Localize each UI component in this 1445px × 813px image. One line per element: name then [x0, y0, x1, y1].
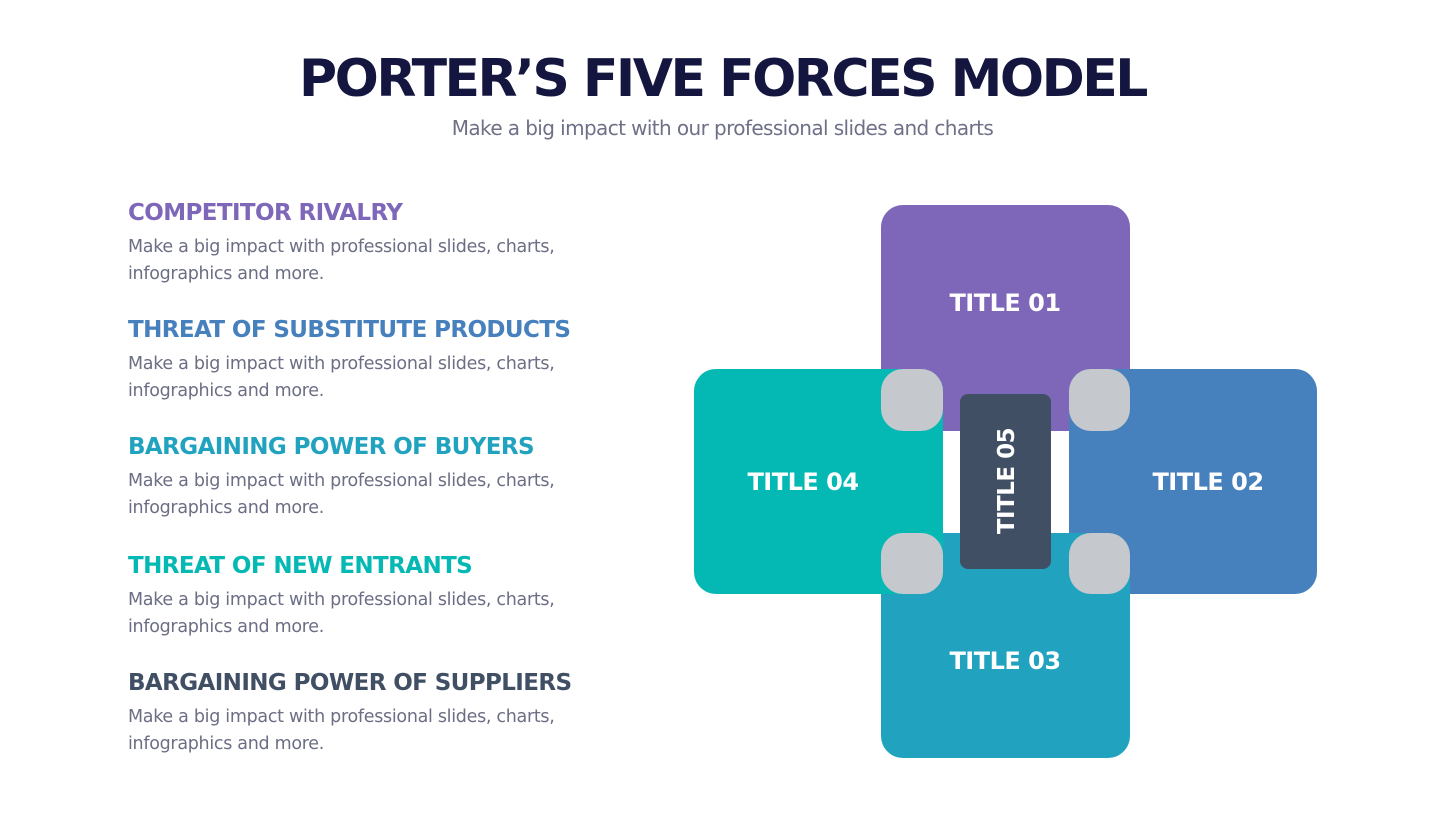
diagram-label-bottom: TITLE 03: [949, 647, 1060, 675]
force-heading: BARGAINING POWER OF BUYERS: [128, 434, 535, 460]
diagram-label-center: TITLE 05: [994, 428, 1020, 534]
diagram-label-right: TITLE 02: [1152, 468, 1263, 496]
force-description: Make a big impact with professional slid…: [128, 471, 555, 518]
diagram-label-left: TITLE 04: [747, 468, 858, 496]
diagram-block-right: [1069, 369, 1317, 594]
force-item-buyers-power: BARGAINING POWER OF BUYERS Make a big im…: [128, 430, 598, 522]
diagram-connector-bottom-right: [1069, 533, 1130, 594]
force-heading: COMPETITOR RIVALRY: [128, 200, 403, 226]
diagram-connector-top-right: [1069, 369, 1130, 431]
force-description: Make a big impact with professional slid…: [128, 590, 555, 637]
force-heading: BARGAINING POWER OF SUPPLIERS: [128, 670, 572, 696]
diagram-block-left: [694, 369, 943, 594]
diagram-block-top: [881, 205, 1130, 431]
diagram-label-top: TITLE 01: [949, 289, 1060, 317]
force-heading: THREAT OF SUBSTITUTE PRODUCTS: [128, 317, 571, 343]
diagram-block-bottom: [881, 533, 1130, 758]
force-description: Make a big impact with professional slid…: [128, 354, 555, 401]
force-heading: THREAT OF NEW ENTRANTS: [128, 553, 473, 579]
force-item-substitute-products: THREAT OF SUBSTITUTE PRODUCTS Make a big…: [128, 313, 598, 405]
force-item-competitor-rivalry: COMPETITOR RIVALRY Make a big impact wit…: [128, 196, 598, 288]
page-title: PORTER’S FIVE FORCES MODEL: [299, 49, 1148, 109]
force-item-suppliers-power: BARGAINING POWER OF SUPPLIERS Make a big…: [128, 666, 598, 758]
force-item-new-entrants: THREAT OF NEW ENTRANTS Make a big impact…: [128, 549, 598, 641]
diagram-block-center: [960, 394, 1051, 569]
force-description: Make a big impact with professional slid…: [128, 707, 555, 754]
page-subtitle: Make a big impact with our professional …: [451, 116, 994, 140]
force-description: Make a big impact with professional slid…: [128, 237, 555, 284]
diagram-connector-top-left: [881, 369, 943, 431]
diagram-connector-bottom-left: [881, 533, 943, 594]
